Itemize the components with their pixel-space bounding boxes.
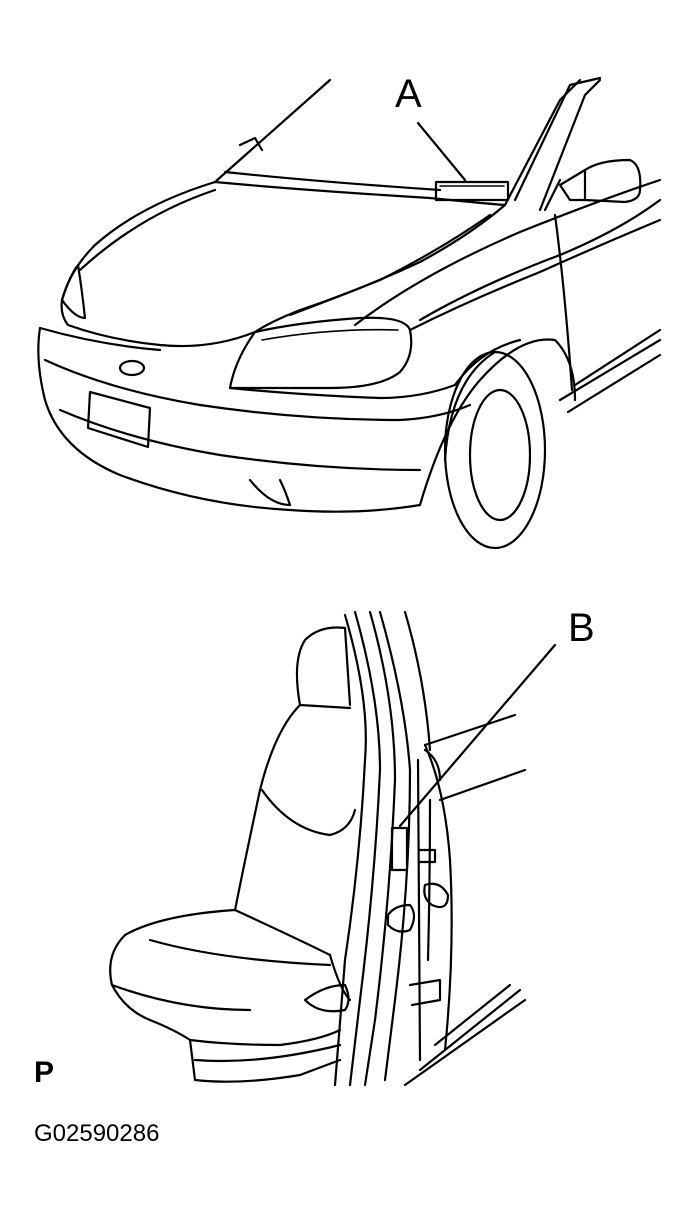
door-pillar-illustration: [109, 610, 557, 1087]
car-front-illustration: [37, 76, 662, 550]
callout-b-label: B: [568, 606, 595, 650]
callout-a-label: A: [395, 72, 422, 116]
figure-code: G02590286: [34, 1120, 160, 1147]
page-marker: P: [34, 1056, 55, 1089]
